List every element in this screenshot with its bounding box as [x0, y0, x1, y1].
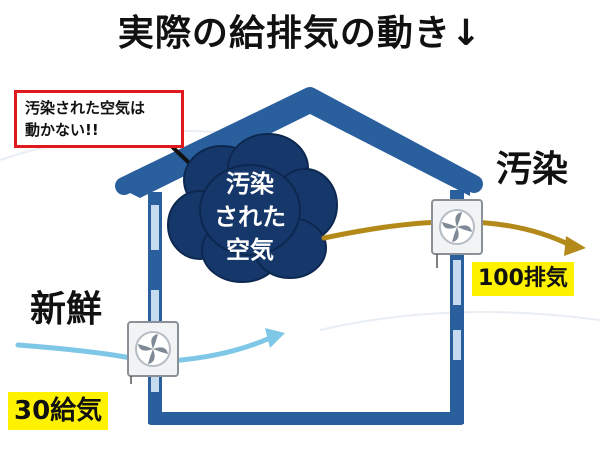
callout-box: 汚染された空気は 動かない!! — [14, 90, 184, 148]
arrow-right-icon — [265, 328, 285, 348]
cloud-line3: 空気 — [226, 236, 274, 264]
cloud-line2: された — [214, 203, 286, 231]
arrow-right-icon — [564, 236, 586, 256]
callout-line1: 汚染された空気は — [25, 99, 146, 117]
page-title: 実際の給排気の動き↓ — [117, 13, 483, 54]
exhaust-badge: 100排気 — [472, 262, 574, 296]
cloud-line1: 汚染 — [226, 170, 274, 198]
polluted-air-label: 汚染 — [496, 149, 569, 190]
polluted-air-cloud — [167, 133, 338, 283]
cloud-label: 汚染 された 空気 — [190, 168, 310, 267]
fresh-air-label: 新鮮 — [30, 289, 103, 330]
callout-line2: 動かない!! — [25, 121, 99, 139]
ventilation-fan-icon — [431, 199, 483, 268]
house-floor — [148, 412, 464, 425]
ventilation-fan-icon — [127, 321, 179, 384]
intake-badge: 30給気 — [8, 392, 109, 430]
